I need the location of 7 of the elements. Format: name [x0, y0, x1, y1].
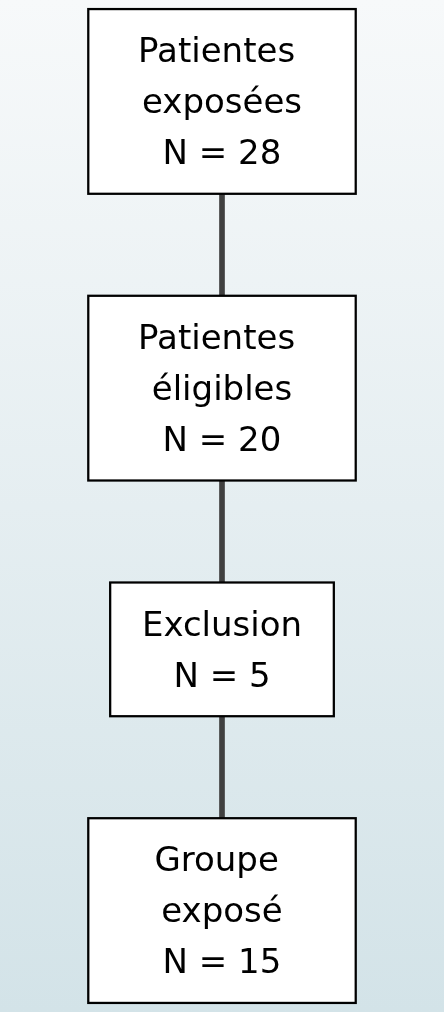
node-box: Patientes éligibles N = 20	[87, 294, 357, 482]
node-box: Groupe exposé N = 15	[87, 817, 357, 1005]
node-box: Exclusion N = 5	[109, 581, 335, 718]
connector	[219, 716, 225, 819]
connector	[219, 480, 225, 583]
connector	[219, 193, 225, 296]
node-box: Patientes exposées N = 28	[87, 7, 357, 195]
